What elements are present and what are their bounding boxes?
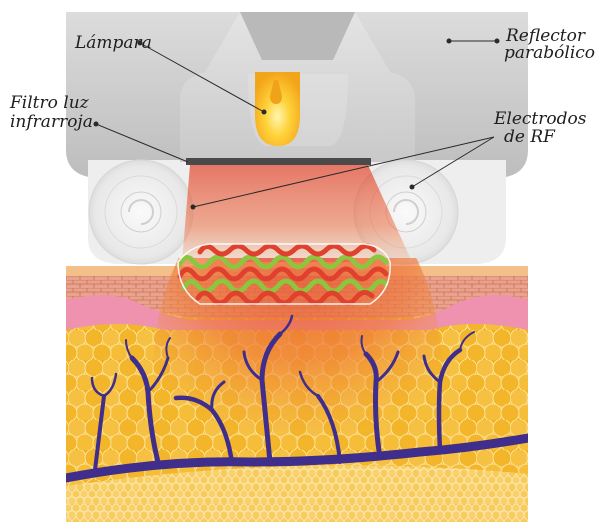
label-filter-line2: infrarroja: [10, 112, 93, 132]
label-filter-line1: Filtro luz: [9, 93, 90, 113]
label-reflector-line2: parabólico: [504, 43, 595, 63]
label-electrodes-line1: Electrodos: [493, 109, 587, 129]
label-lamp: Lámpara: [74, 33, 152, 53]
lamp: [248, 72, 348, 146]
label-electrodes-line2: de RF: [504, 127, 556, 147]
infrared-filter: [186, 158, 371, 165]
electrode-left: [89, 160, 193, 264]
